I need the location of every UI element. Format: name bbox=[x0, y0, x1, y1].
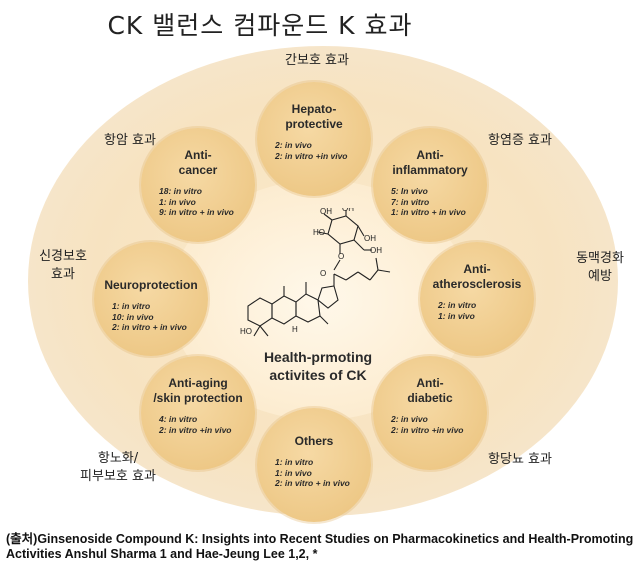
node-title: Others bbox=[294, 434, 334, 448]
count-line: 2: in vitro +in vivo bbox=[391, 424, 464, 435]
node-neuroprotection: Neuroprotection 1: in vitro 10: in vivo … bbox=[94, 242, 208, 356]
count-line: 2: in vivo bbox=[391, 414, 428, 424]
atom-h: H bbox=[292, 325, 298, 334]
count-line: 2: in vitro +in vivo bbox=[159, 424, 232, 435]
count-line: 5: In vivo bbox=[391, 186, 428, 196]
node-title: Anti- diabetic bbox=[407, 376, 453, 405]
node-antiaging: Anti-aging /skin protection 4: in vitro … bbox=[141, 356, 255, 470]
atom-oh: OH bbox=[364, 234, 376, 243]
count-line: 4: in vitro bbox=[159, 414, 198, 424]
node-title: Anti-aging /skin protection bbox=[153, 376, 243, 405]
label-antiaging-ko: 항노화/ 피부보호 효과 bbox=[80, 451, 156, 484]
count-line: 2: in vitro + in vivo bbox=[275, 478, 350, 488]
count-line: 1: in vitro bbox=[112, 301, 151, 311]
node-anticancer: Anti- cancer 18: in vitro 1: in vivo 9: … bbox=[141, 128, 255, 242]
count-line: 7: in vitro bbox=[391, 196, 430, 207]
atom-o: O bbox=[338, 252, 344, 261]
count-line: 1: in vitro + in vivo bbox=[391, 207, 466, 217]
label-hepato-ko: 간보호 효과 bbox=[285, 53, 349, 68]
count-line: 2: in vitro +in vivo bbox=[275, 150, 348, 161]
node-antiinflammatory: Anti- inflammatory 5: In vivo 7: in vitr… bbox=[373, 128, 487, 242]
node-hepatoprotective: Hepato- protective 2: in vivo 2: in vitr… bbox=[257, 82, 371, 196]
count-line: 2: in vivo bbox=[275, 140, 312, 150]
count-line: 1: in vivo bbox=[275, 467, 312, 478]
node-counts: 1: in vitro 10: in vivo 2: in vitro + in… bbox=[94, 301, 208, 333]
center-label: Health-prmoting activites of CK bbox=[263, 349, 373, 383]
node-counts: 1: in vitro 1: in vivo 2: in vitro + in … bbox=[257, 457, 371, 489]
node-antiatherosclerosis: Anti- atherosclerosis 2: in vitro 1: in … bbox=[420, 242, 534, 356]
node-title: Hepato- protective bbox=[285, 102, 343, 131]
label-antiatherosclerosis-ko: 동맥경화 예방 bbox=[576, 251, 624, 284]
label-antidiabetic-ko: 항당뇨 효과 bbox=[488, 452, 552, 467]
node-counts: 4: in vitro 2: in vitro +in vivo bbox=[141, 414, 255, 435]
count-line: 1: in vitro bbox=[275, 457, 314, 467]
atom-o: O bbox=[320, 269, 326, 278]
count-line: 18: in vitro bbox=[159, 186, 202, 196]
count-line: 10: in vivo bbox=[112, 311, 154, 322]
node-counts: 18: in vitro 1: in vivo 9: in vitro + in… bbox=[141, 186, 255, 218]
node-title: Anti- atherosclerosis bbox=[432, 262, 522, 291]
node-counts: 5: In vivo 7: in vitro 1: in vitro + in … bbox=[373, 186, 487, 218]
node-title: Neuroprotection bbox=[104, 278, 198, 292]
node-antidiabetic: Anti- diabetic 2: in vivo 2: in vitro +i… bbox=[373, 356, 487, 470]
node-counts: 2: in vitro 1: in vivo bbox=[420, 300, 534, 321]
count-line: 1: in vivo bbox=[438, 310, 475, 321]
label-neuroprotection-ko: 신경보호 효과 bbox=[39, 249, 87, 282]
atom-oh: OH bbox=[370, 246, 382, 255]
atom-oh: OH bbox=[342, 208, 354, 213]
node-counts: 2: in vivo 2: in vitro +in vivo bbox=[373, 414, 487, 435]
compound-k-structure: HO O OH OH OH OH O HO H bbox=[240, 208, 391, 337]
count-line: 2: in vitro bbox=[438, 300, 477, 310]
page-title: CK 밸런스 컴파운드 K 효과 bbox=[107, 11, 413, 40]
count-line: 9: in vitro + in vivo bbox=[159, 207, 234, 217]
node-others: Others 1: in vitro 1: in vivo 2: in vitr… bbox=[257, 408, 371, 522]
node-title: Anti- cancer bbox=[178, 148, 218, 177]
label-anticancer-ko: 항암 효과 bbox=[104, 133, 156, 148]
source-citation: (출처)Ginsenoside Compound K: Insights int… bbox=[6, 532, 634, 561]
atom-oh: OH bbox=[320, 208, 332, 216]
count-line: 1: in vivo bbox=[159, 196, 196, 207]
atom-ho: HO bbox=[313, 228, 325, 237]
node-counts: 2: in vivo 2: in vitro +in vivo bbox=[257, 140, 371, 161]
node-title: Anti- inflammatory bbox=[392, 148, 468, 177]
count-line: 2: in vitro + in vivo bbox=[112, 322, 187, 332]
label-antiinflammatory-ko: 항염증 효과 bbox=[488, 133, 552, 148]
atom-ho: HO bbox=[240, 327, 252, 336]
